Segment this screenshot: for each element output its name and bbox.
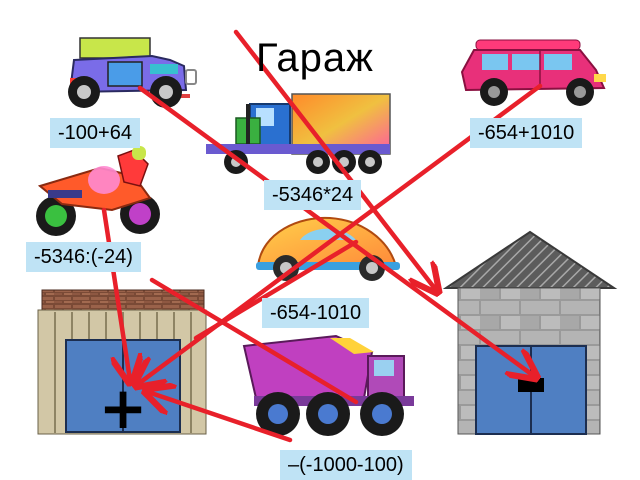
garage-plus: + xyxy=(37,289,207,442)
arrow-beetle-mid xyxy=(149,277,359,405)
motorcycle-image xyxy=(36,146,160,236)
label-suv: -654+1010 xyxy=(470,118,583,148)
garage-minus-sign xyxy=(518,378,544,392)
jeep-image xyxy=(68,37,197,108)
suv-image xyxy=(460,39,606,106)
arrow-truck-to-minus xyxy=(233,29,436,290)
label-truck: -5346*24 xyxy=(264,180,362,210)
arrow-jeep-to-minus xyxy=(137,85,534,376)
label-dump-truck: –(-1000-100) xyxy=(280,450,412,480)
label-motorcycle: -5346:(-24) xyxy=(26,242,141,272)
label-beetle: -654-1010 xyxy=(262,298,370,328)
arrow-motorcycle-to-plus xyxy=(101,207,130,380)
label-jeep: -100+64 xyxy=(50,118,140,148)
garage-minus xyxy=(442,230,618,435)
truck-image xyxy=(206,93,391,174)
arrows xyxy=(101,29,540,443)
dump-truck-image xyxy=(242,334,414,436)
arrow-dumptruck-to-plus xyxy=(148,392,293,443)
page-title: Гараж xyxy=(256,36,374,80)
